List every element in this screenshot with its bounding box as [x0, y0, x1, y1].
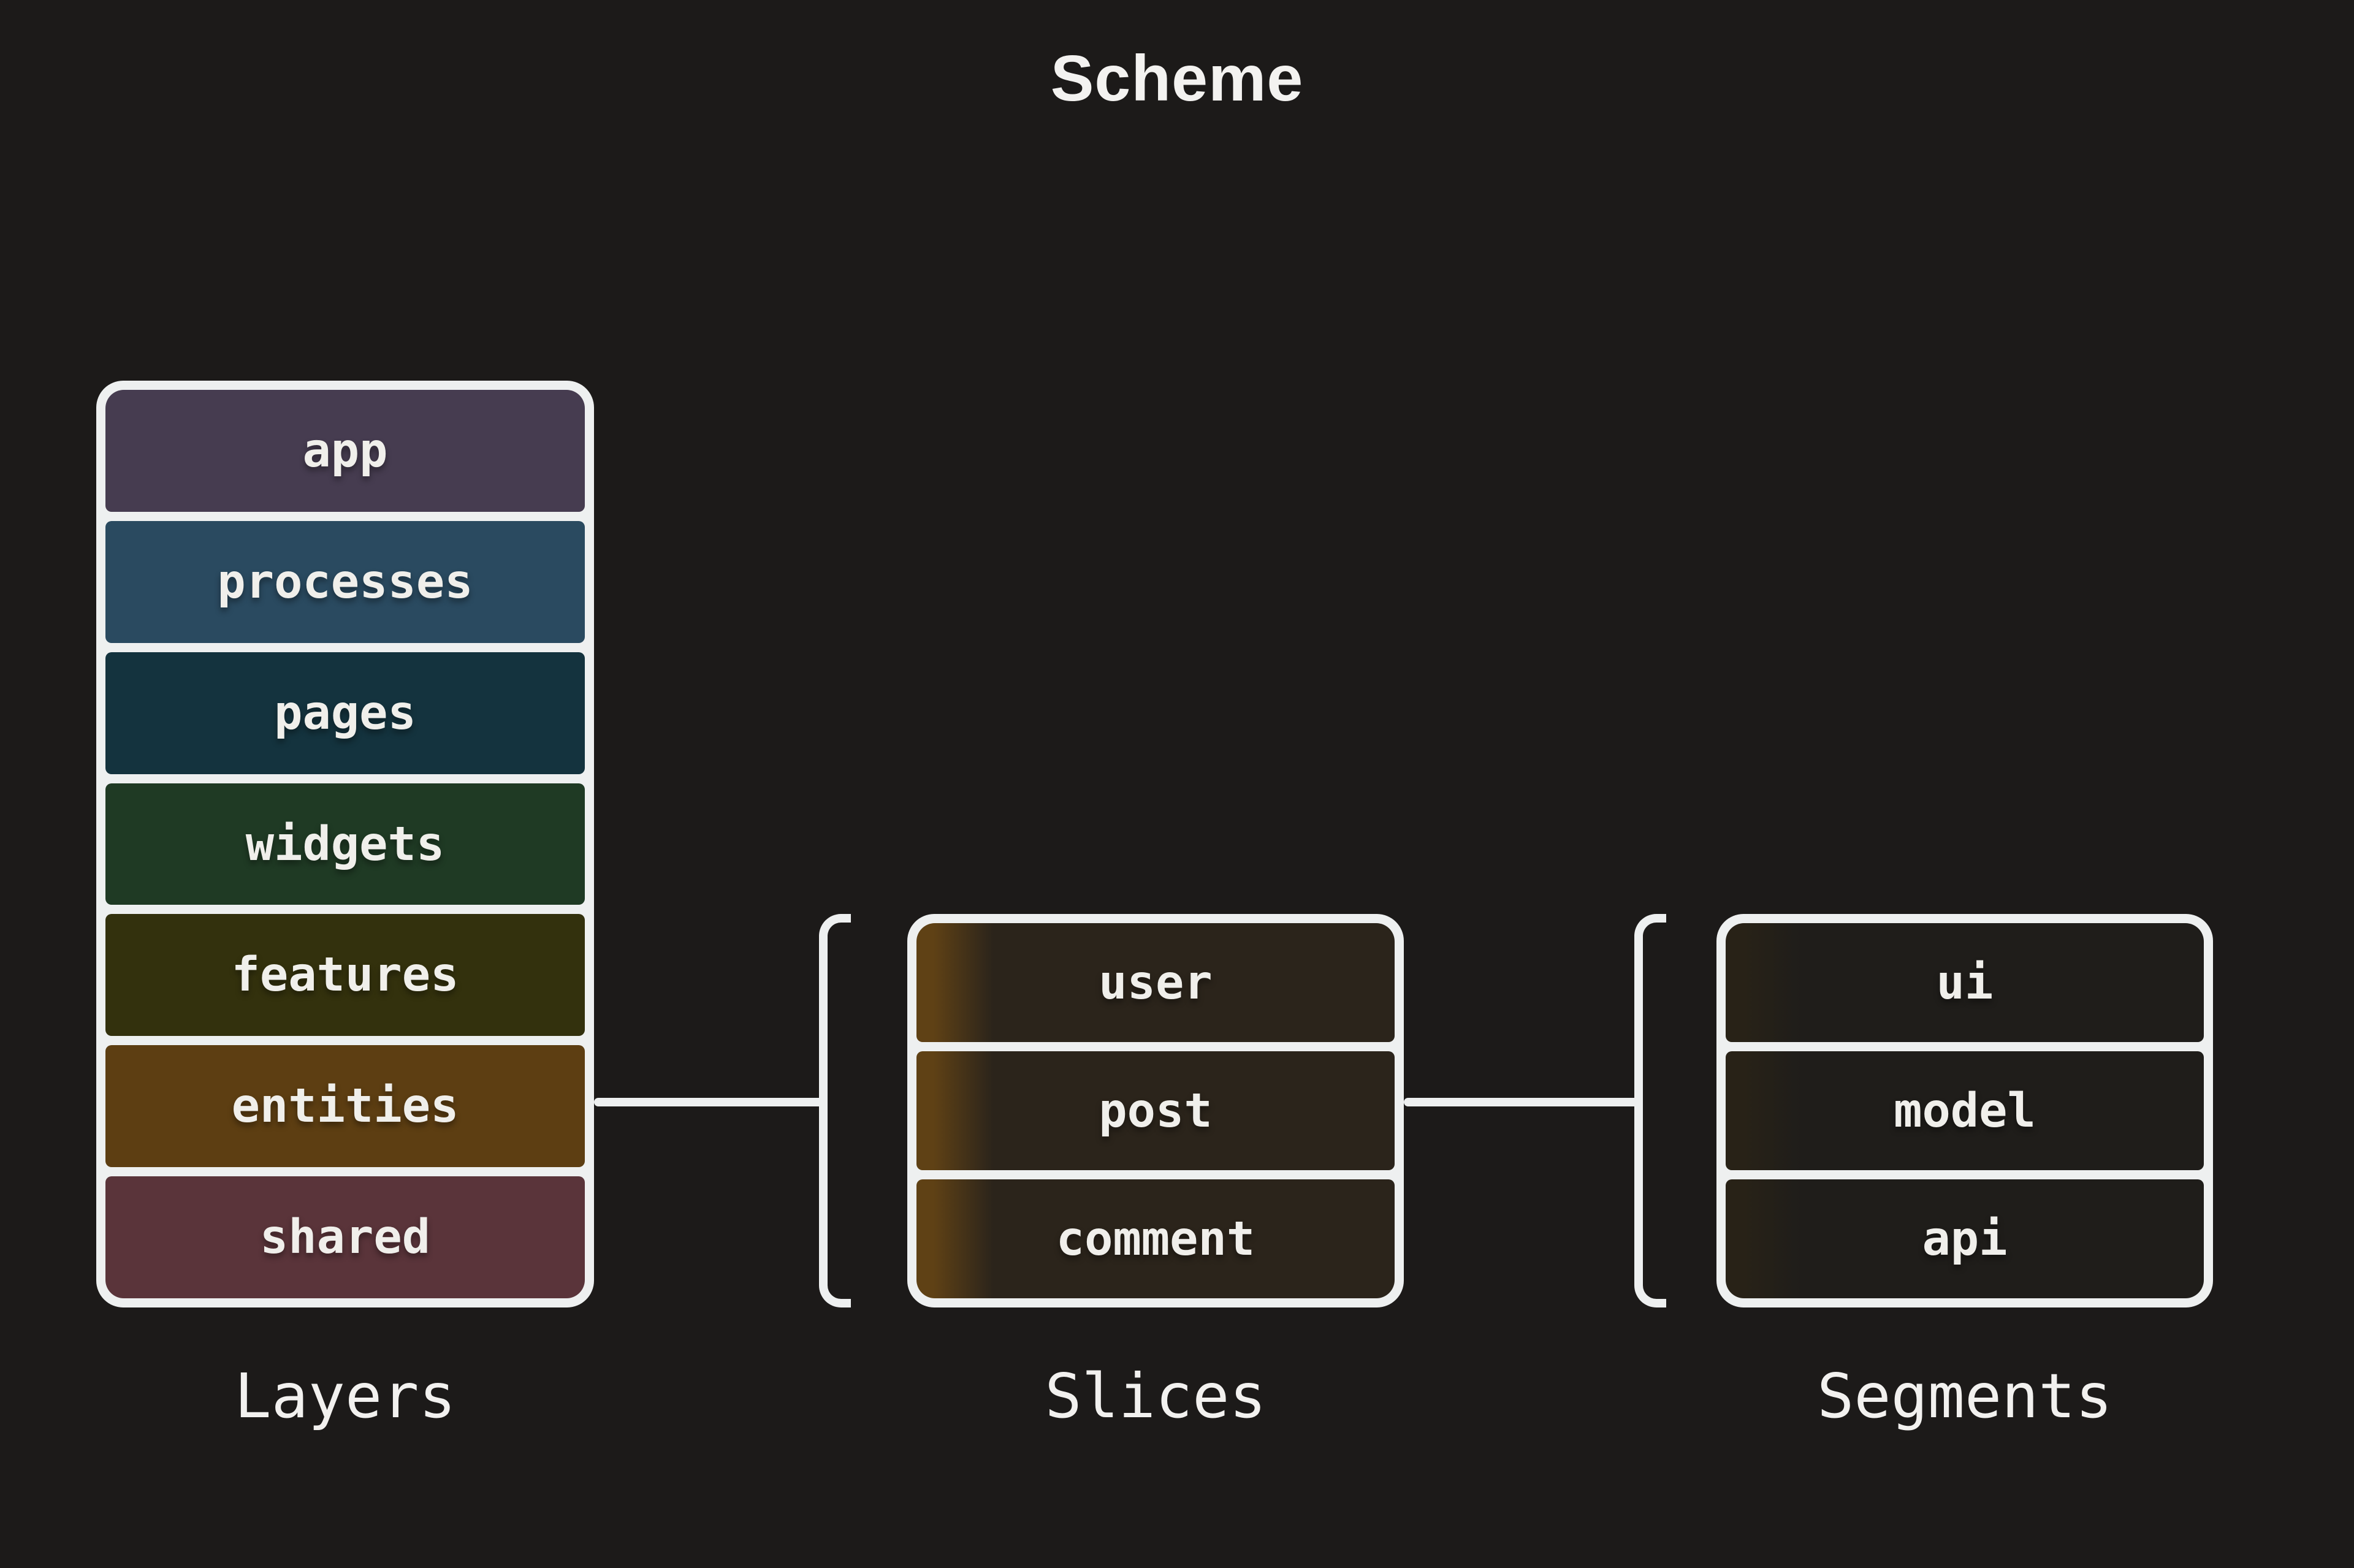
layer-row-pages: pages [105, 652, 585, 774]
slices-stack: user post comment [907, 914, 1404, 1307]
layers-stack: app processes pages widgets features ent… [96, 381, 594, 1307]
page-title: Scheme [1050, 42, 1304, 115]
segments-bracket [1634, 914, 1666, 1307]
layer-row-shared: shared [105, 1176, 585, 1299]
layer-row-app: app [105, 390, 585, 512]
segment-row-api: api [1726, 1179, 2204, 1298]
segment-row-model: model [1726, 1051, 2204, 1170]
layer-row-widgets: widgets [105, 783, 585, 905]
slice-row-post: post [916, 1051, 1395, 1170]
layers-label: Layers [234, 1360, 456, 1432]
slices-bracket [819, 914, 851, 1307]
slices-label: Slices [1045, 1360, 1267, 1432]
slice-row-comment: comment [916, 1179, 1395, 1298]
connector-line-layers-slices [594, 1098, 823, 1106]
layer-row-entities: entities [105, 1045, 585, 1168]
segments-label: Segments [1817, 1360, 2112, 1432]
connector-line-slices-segments [1404, 1098, 1639, 1106]
layer-row-processes: processes [105, 520, 585, 643]
segment-row-ui: ui [1726, 923, 2204, 1042]
layer-row-features: features [105, 914, 585, 1037]
slice-row-user: user [916, 923, 1395, 1042]
segments-stack: ui model api [1716, 914, 2213, 1307]
